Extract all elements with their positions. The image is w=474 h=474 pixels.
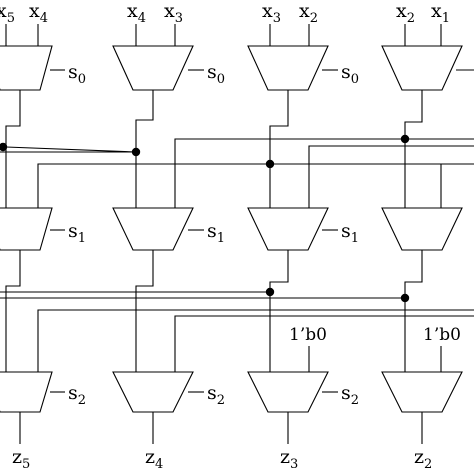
- mux-stage0-col0: [0, 45, 53, 91]
- select-label-s0: s0: [341, 61, 359, 87]
- output-labels: z5 z4 z3 z2: [12, 446, 432, 472]
- stage1-output-wire: [404, 250, 423, 298]
- select-label-s1: s1: [341, 220, 359, 246]
- input-label-c0-left: x5: [0, 0, 15, 26]
- mux-stage2-col0: [0, 371, 53, 413]
- select-labels: s0 s0 s0 s1 s1 s1 s2 s2 s2: [68, 61, 359, 408]
- stage0-output-wire: [269, 90, 289, 164]
- mux-stage1-col3: [381, 207, 463, 251]
- output-label-c2: z3: [280, 446, 298, 472]
- output-label-c3: z2: [414, 446, 432, 472]
- input-label-c3-right: x1: [431, 0, 450, 26]
- junction-dot: [131, 147, 141, 157]
- select-label-s1: s1: [68, 220, 86, 246]
- input-label-c3-left: x2: [396, 0, 415, 26]
- junction-dot: [265, 159, 275, 169]
- mux-stage0-col3: [381, 45, 463, 91]
- wiring: [0, 24, 474, 444]
- mux-stage2-col1: [112, 371, 194, 413]
- stage1-output-wire: [5, 250, 21, 372]
- mux-stage1-col1: [112, 207, 194, 251]
- shift-bus: [5, 146, 137, 153]
- select-label-s2: s2: [341, 382, 359, 408]
- stage0-output-wire: [5, 90, 21, 147]
- select-label-s0: s0: [207, 61, 225, 87]
- shift-bus: [174, 138, 474, 208]
- junction-dot: [400, 134, 410, 144]
- stage1-output-wire: [135, 250, 154, 372]
- constant-labels: 1’b0 1’b0: [289, 325, 461, 345]
- mux-stage2-col2: [247, 371, 329, 413]
- select-label-s2: s2: [68, 382, 86, 408]
- junction-dot: [0, 142, 8, 152]
- stage0-output-wire: [135, 90, 154, 152]
- stage0-output-wire: [404, 90, 423, 139]
- select-label-s0: s0: [68, 61, 86, 87]
- mux-stage2-col3: [381, 371, 463, 413]
- mux-stage0-col1: [112, 45, 194, 91]
- input-label-c2-right: x2: [299, 0, 318, 26]
- mux-stage0-col2: [247, 45, 329, 91]
- mux-blocks: [0, 45, 463, 413]
- input-labels: x5 x4 x4 x3 x3 x2 x2 x1: [0, 0, 450, 26]
- stage1-output-wire: [269, 250, 289, 292]
- junction-dot: [265, 287, 275, 297]
- shift-bus: [37, 309, 474, 372]
- select-label-s1: s1: [207, 220, 225, 246]
- mux-stage1-col2: [247, 207, 329, 251]
- constant-label: 1’b0: [423, 325, 461, 345]
- mux-stage1-col0: [0, 207, 53, 251]
- junctions: [0, 134, 410, 303]
- input-label-c1-left: x4: [127, 0, 146, 26]
- output-label-c1: z4: [145, 446, 163, 472]
- shift-bus: [174, 315, 474, 372]
- shift-bus: [308, 145, 474, 208]
- junction-dot: [400, 293, 410, 303]
- constant-label: 1’b0: [289, 325, 327, 345]
- output-label-c0: z5: [12, 446, 30, 472]
- input-label-c2-left: x3: [262, 0, 281, 26]
- input-label-c0-right: x4: [29, 0, 48, 26]
- select-label-s2: s2: [207, 382, 225, 408]
- shift-bus: [37, 163, 474, 208]
- input-label-c1-right: x3: [164, 0, 183, 26]
